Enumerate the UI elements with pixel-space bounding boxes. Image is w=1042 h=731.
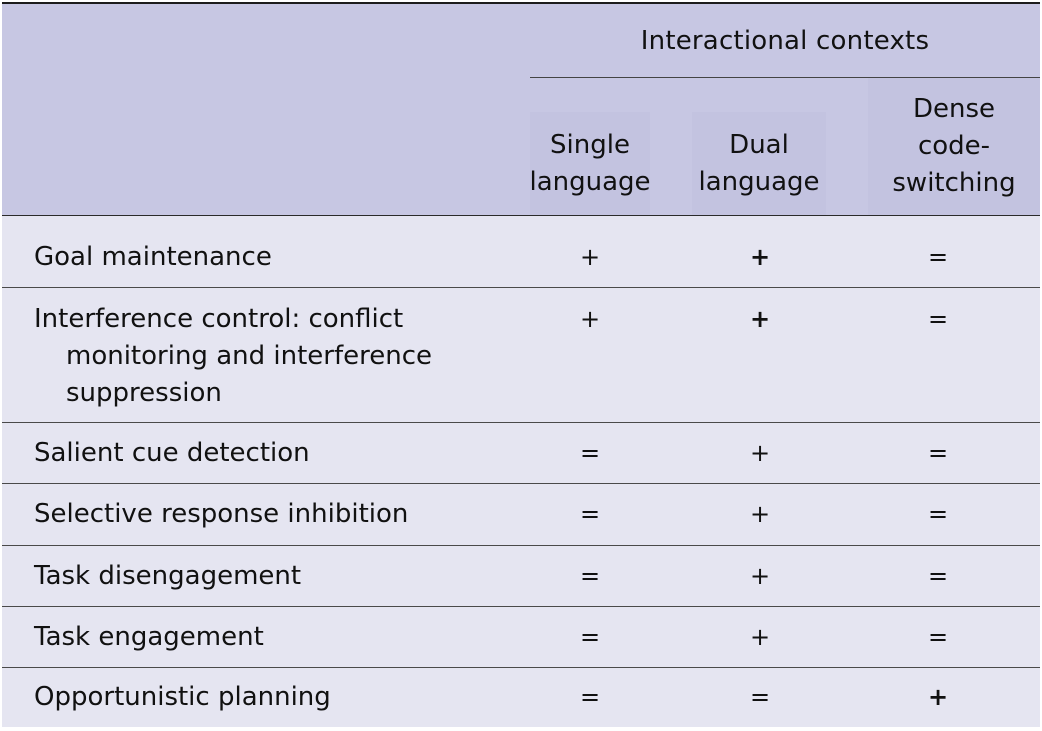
column-header-line: Single — [550, 129, 630, 160]
cell-single-language: = — [579, 683, 601, 711]
column-header-dense-code-switching: Dense code- switching — [868, 78, 1040, 215]
table-row: Selective response inhibition = + = — [2, 483, 1040, 545]
cell-dual-language: + — [749, 623, 771, 651]
cell-dual-language: + — [749, 439, 771, 467]
column-header-single-language: Single language — [529, 112, 651, 215]
row-label: Interference control: conflict monitorin… — [34, 301, 432, 412]
cell-single-language: = — [579, 562, 601, 590]
cell-dense-code-switching: = — [927, 439, 949, 467]
row-label-line: Task disengagement — [34, 561, 302, 591]
cell-single-language: = — [579, 439, 601, 467]
table-header: Interactional contexts Single language D… — [2, 4, 1040, 215]
cell-dual-language: = — [749, 683, 771, 711]
cell-dense-code-switching: = — [927, 500, 949, 528]
cell-dual-language: + — [749, 305, 771, 333]
column-group-header: Interactional contexts — [530, 4, 1040, 78]
cell-dense-code-switching: = — [927, 562, 949, 590]
cell-dual-language: + — [749, 243, 771, 271]
cell-dense-code-switching: = — [927, 305, 949, 333]
table-row: Opportunistic planning = = + — [2, 667, 1040, 727]
cell-dense-code-switching: = — [927, 623, 949, 651]
column-header-line: code- — [917, 131, 991, 161]
cell-dual-language: + — [749, 562, 771, 590]
row-label: Goal maintenance — [34, 239, 272, 276]
cell-single-language: = — [579, 623, 601, 651]
column-header-line: language — [698, 166, 820, 197]
row-label: Selective response inhibition — [34, 496, 408, 533]
cell-single-language: + — [579, 305, 601, 333]
row-label-line: Interference control: conflict — [34, 304, 404, 334]
row-label: Opportunistic planning — [34, 679, 331, 716]
table-row: Goal maintenance + + = — [2, 215, 1040, 287]
column-header-line: language — [529, 166, 651, 197]
row-label-line: monitoring and interference — [66, 341, 432, 371]
cell-dense-code-switching: + — [927, 683, 949, 711]
row-label-line: Goal maintenance — [34, 242, 272, 272]
row-label-line: Opportunistic planning — [34, 682, 331, 712]
column-header-line: Dense — [912, 94, 996, 124]
column-header-line: Dual — [729, 129, 789, 160]
row-label-line: Task engagement — [34, 622, 264, 652]
column-header-dual-language: Dual language — [692, 112, 826, 215]
column-header-line: switching — [892, 168, 1016, 198]
cell-single-language: = — [579, 500, 601, 528]
table-row: Task disengagement = + = — [2, 545, 1040, 606]
row-label-line: Selective response inhibition — [34, 499, 409, 529]
table-row: Salient cue detection = + = — [2, 422, 1040, 483]
row-label: Salient cue detection — [34, 435, 310, 472]
cell-dual-language: + — [749, 500, 771, 528]
row-label: Task engagement — [34, 619, 264, 656]
table-row: Interference control: conflict monitorin… — [2, 287, 1040, 422]
row-label-line: suppression — [66, 378, 222, 408]
cell-single-language: + — [579, 243, 601, 271]
table-row: Task engagement = + = — [2, 606, 1040, 667]
row-label-line: Salient cue detection — [34, 438, 310, 468]
cell-dense-code-switching: = — [927, 243, 949, 271]
row-label: Task disengagement — [34, 558, 301, 595]
